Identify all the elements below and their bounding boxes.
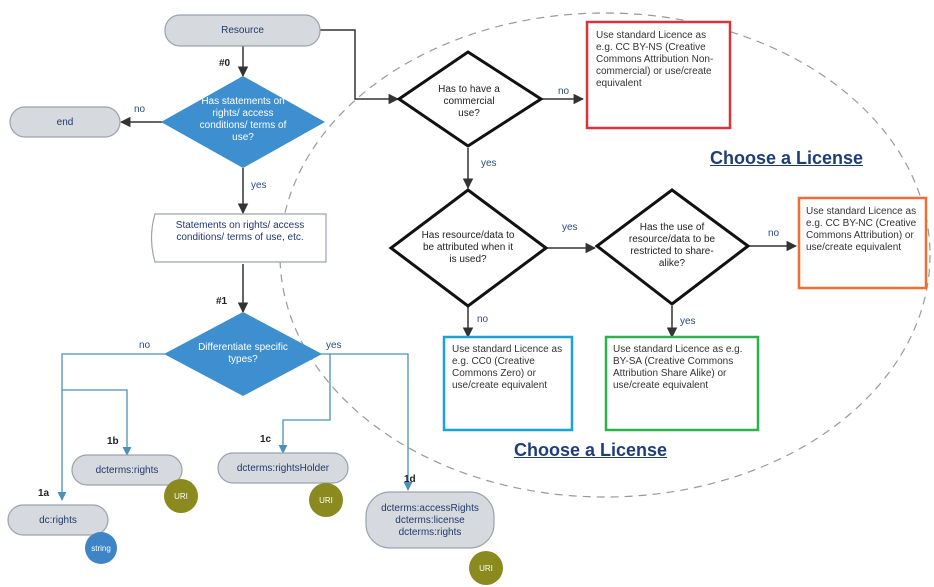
licence-box-by — [797, 196, 928, 290]
dcterms-access-node — [365, 491, 495, 549]
yes-label-sharealike: yes — [680, 316, 696, 327]
differentiate-types-question: Differentiate specific types? — [198, 342, 288, 365]
end-node — [9, 106, 121, 138]
attribution-question: Has resource/data to be attributed when … — [421, 230, 515, 265]
no-label-commercial: no — [558, 86, 570, 97]
no-label-types: no — [139, 340, 151, 351]
label-1c: 1c — [260, 434, 272, 445]
dcterms-rightsholder-label: dcterms:rightsHolder — [236, 463, 330, 474]
connector — [320, 29, 400, 105]
choose-license-heading-bottom: Choose a License — [514, 440, 668, 460]
choose-license-heading-top: Choose a License — [710, 148, 864, 168]
commercial-use-decision — [396, 50, 544, 148]
licence-box-cc0 — [442, 335, 574, 432]
yes-label-attribution: yes — [562, 222, 578, 233]
share-alike-question: Has the use of resource/data to be restr… — [628, 222, 716, 269]
licence-box-nc — [585, 20, 732, 130]
resource-label: Resource — [221, 25, 264, 36]
licence-box-sa — [604, 335, 760, 432]
commercial-use-question: Has to have a commercial use? — [438, 84, 500, 119]
dc-rights-label: dc:rights — [39, 515, 77, 526]
licence-text-by: Use standard Licence as e.g. CC BY-NC (C… — [806, 206, 917, 253]
uri-label-1b: URI — [174, 492, 188, 501]
hash0-label: #0 — [219, 58, 231, 69]
dcterms-rightsholder-node — [217, 452, 349, 484]
no-label-sharealike: no — [768, 228, 780, 239]
dcterms-license-label: dcterms:license — [395, 515, 465, 526]
uri-circle-1d — [469, 551, 503, 585]
dcterms-rights-label-1d: dcterms:rights — [398, 527, 462, 538]
string-circle — [85, 532, 117, 564]
label-1b: 1b — [107, 436, 119, 447]
rights-statement-decision — [161, 76, 325, 168]
dc-rights-node — [7, 504, 109, 536]
no-label-attribution: no — [477, 314, 489, 325]
connector — [278, 354, 331, 454]
connector — [62, 389, 132, 456]
hash1-label: #1 — [216, 296, 228, 307]
licence-text-cc0: Use standard Licence as e.g. CC0 (Creati… — [452, 344, 563, 391]
yes-label-types: yes — [326, 340, 342, 351]
uri-circle-1b — [164, 479, 198, 513]
dcterms-rights-node — [71, 454, 183, 486]
rights-statement-question: Has statements on rights/ access conditi… — [199, 96, 287, 143]
licence-text-nc: Use standard Licence as e.g. CC BY-NS (C… — [596, 30, 714, 89]
dcterms-rights-label: dcterms:rights — [95, 465, 159, 476]
uri-label-1c: URI — [319, 496, 333, 505]
licence-text-sa: Use standard Licence as e.g. BY-SA (Crea… — [613, 344, 743, 391]
yes-label-statements: yes — [251, 180, 267, 191]
uri-label-1d: URI — [479, 564, 493, 573]
dcterms-accessrights-label: dcterms:accessRights — [381, 503, 479, 514]
label-1a: 1a — [38, 488, 50, 499]
statements-label: Statements on rights/ access conditions/… — [175, 220, 305, 243]
end-label: end — [56, 117, 74, 128]
attribution-decision — [388, 188, 549, 308]
yes-label-commercial: yes — [481, 158, 497, 169]
no-label-end: no — [134, 104, 146, 115]
connector — [320, 353, 413, 491]
connector — [57, 353, 166, 501]
resource-node — [164, 14, 321, 47]
string-label: string — [91, 544, 111, 553]
license-region-ellipse — [279, 12, 931, 498]
statements-node — [150, 213, 327, 263]
label-1d: 1d — [404, 474, 416, 485]
uri-circle-1c — [309, 483, 343, 517]
share-alike-decision — [594, 188, 751, 306]
differentiate-types-decision — [164, 312, 322, 396]
